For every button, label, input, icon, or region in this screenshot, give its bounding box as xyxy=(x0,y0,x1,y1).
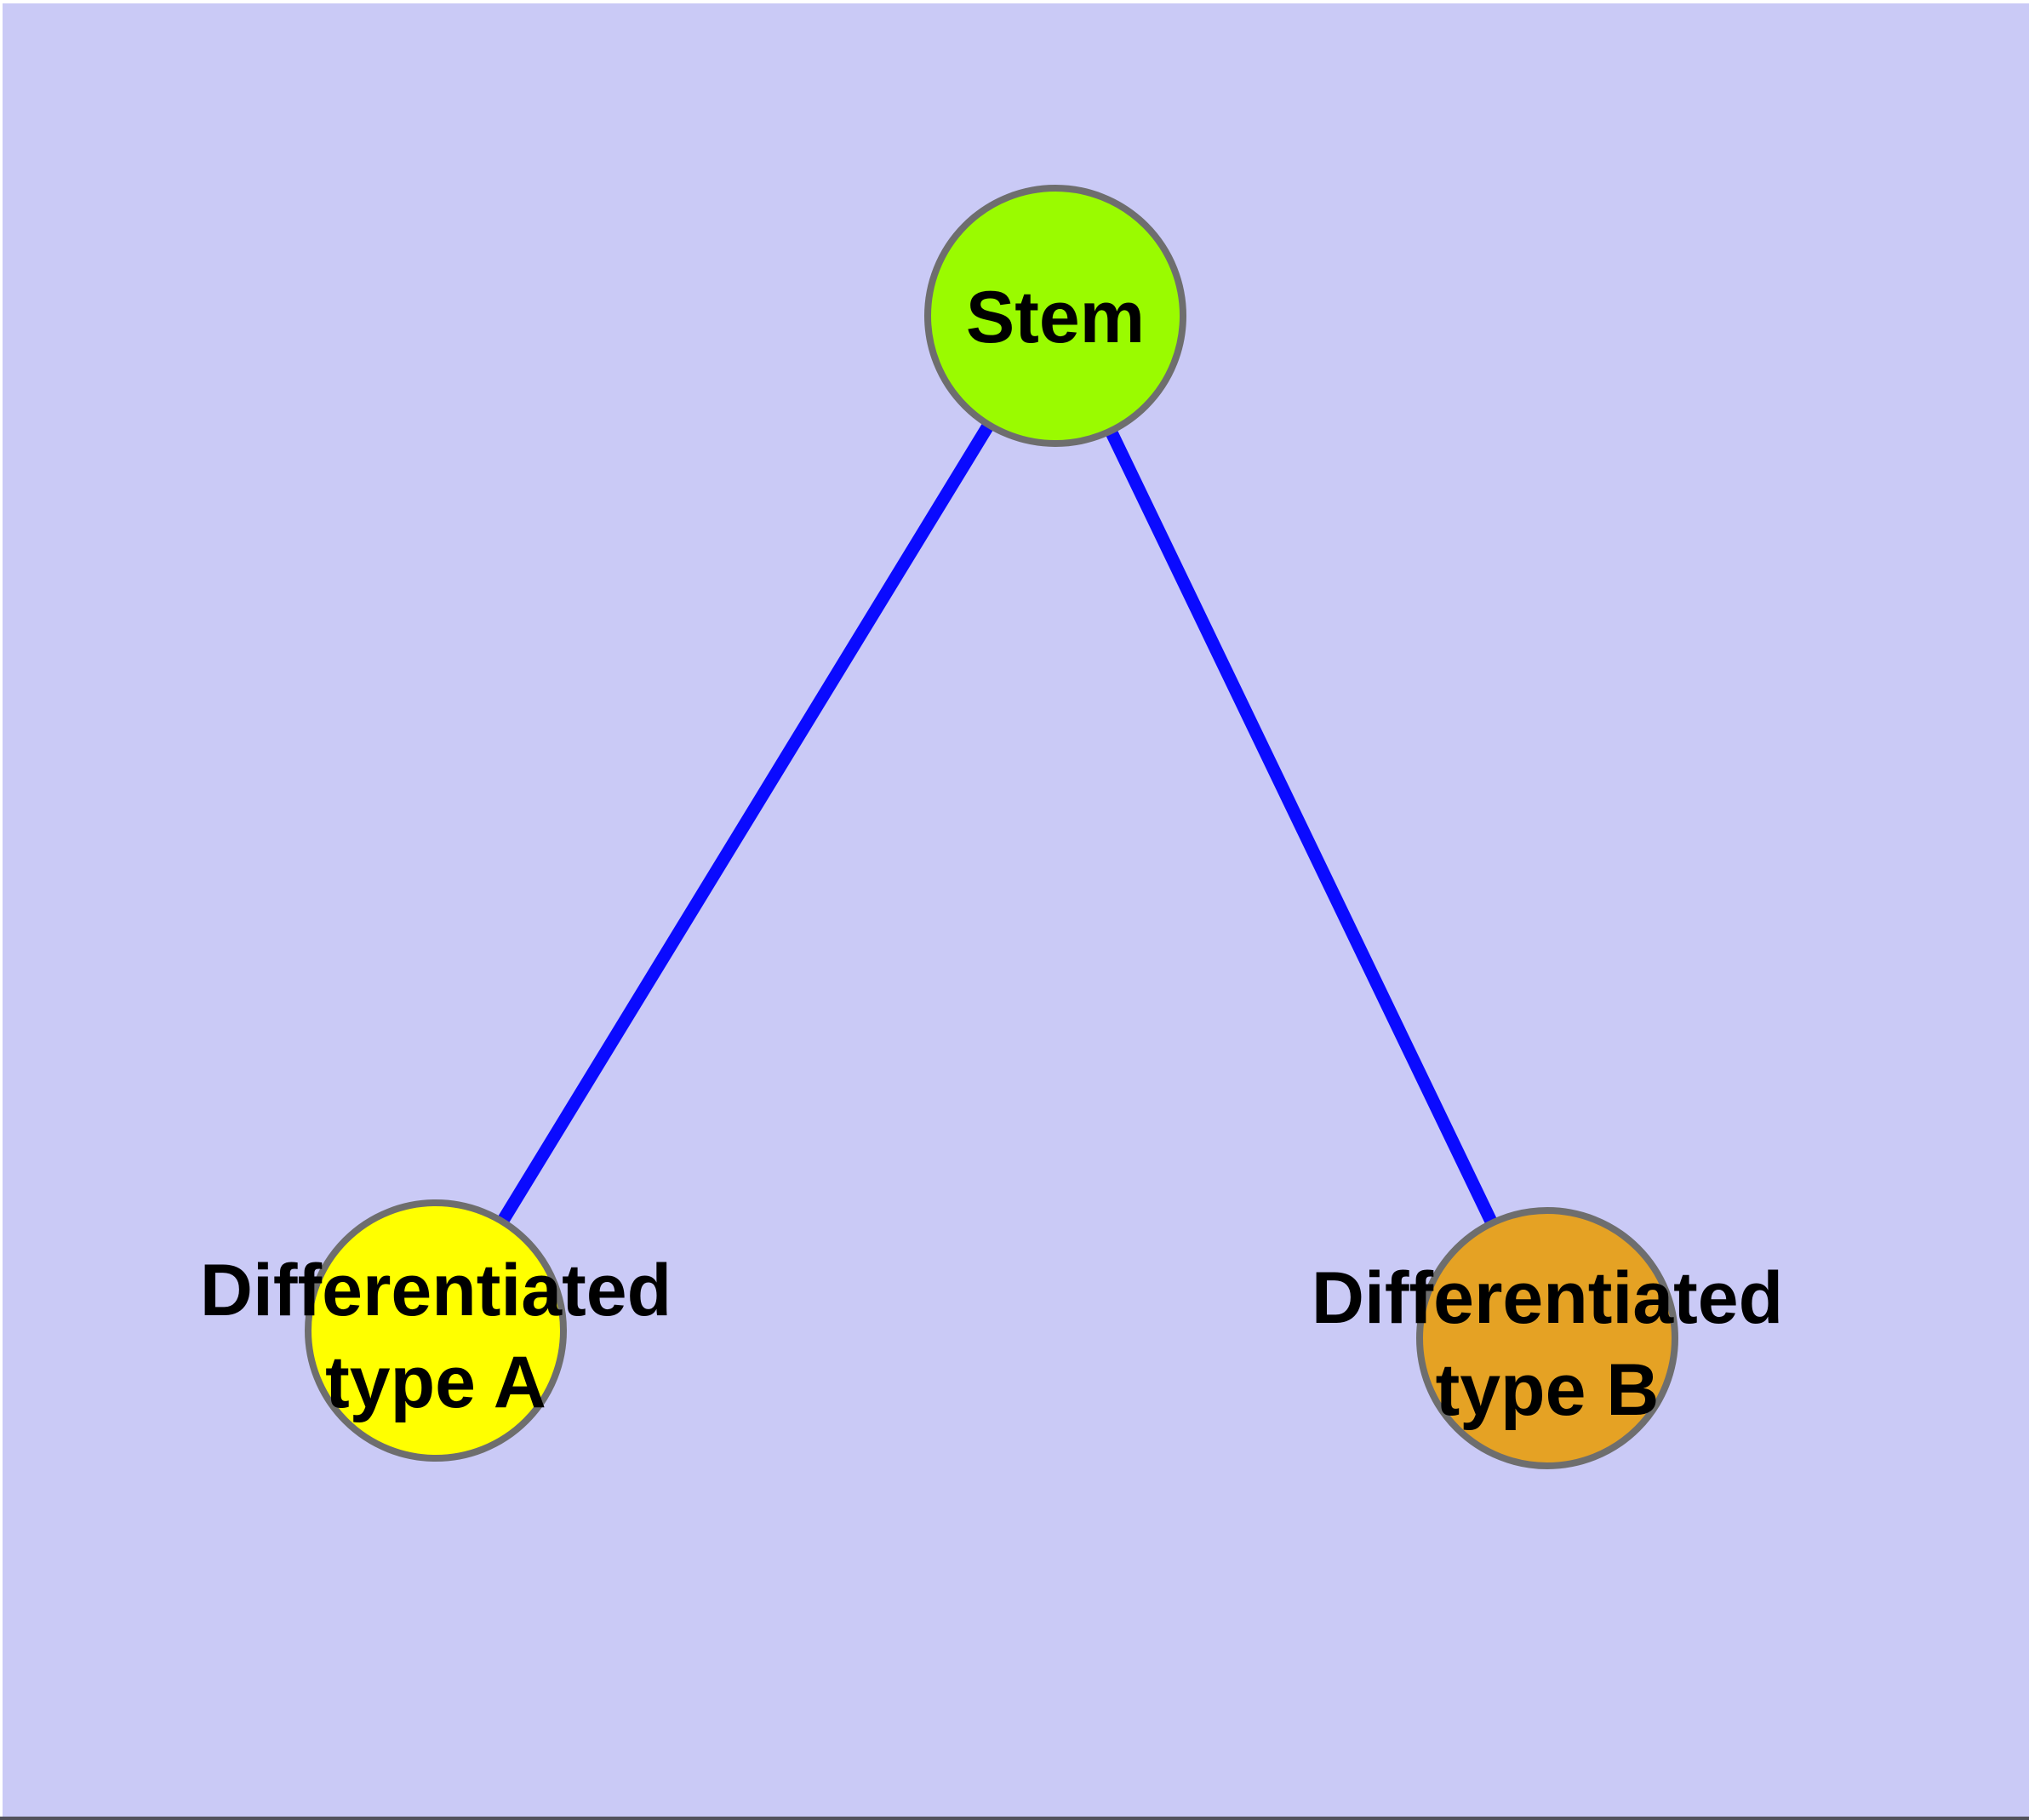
node-label-stem: Stem xyxy=(966,277,1145,358)
node-differentiated-type-b xyxy=(1416,1207,1678,1469)
edge-stem-to-differentiated-type-a xyxy=(430,312,1061,1334)
window-bottom-edge xyxy=(0,1817,2029,1820)
node-differentiated-type-a xyxy=(305,1199,567,1462)
node-stem xyxy=(924,185,1186,447)
edge-stem-to-differentiated-type-b xyxy=(1049,312,1553,1342)
